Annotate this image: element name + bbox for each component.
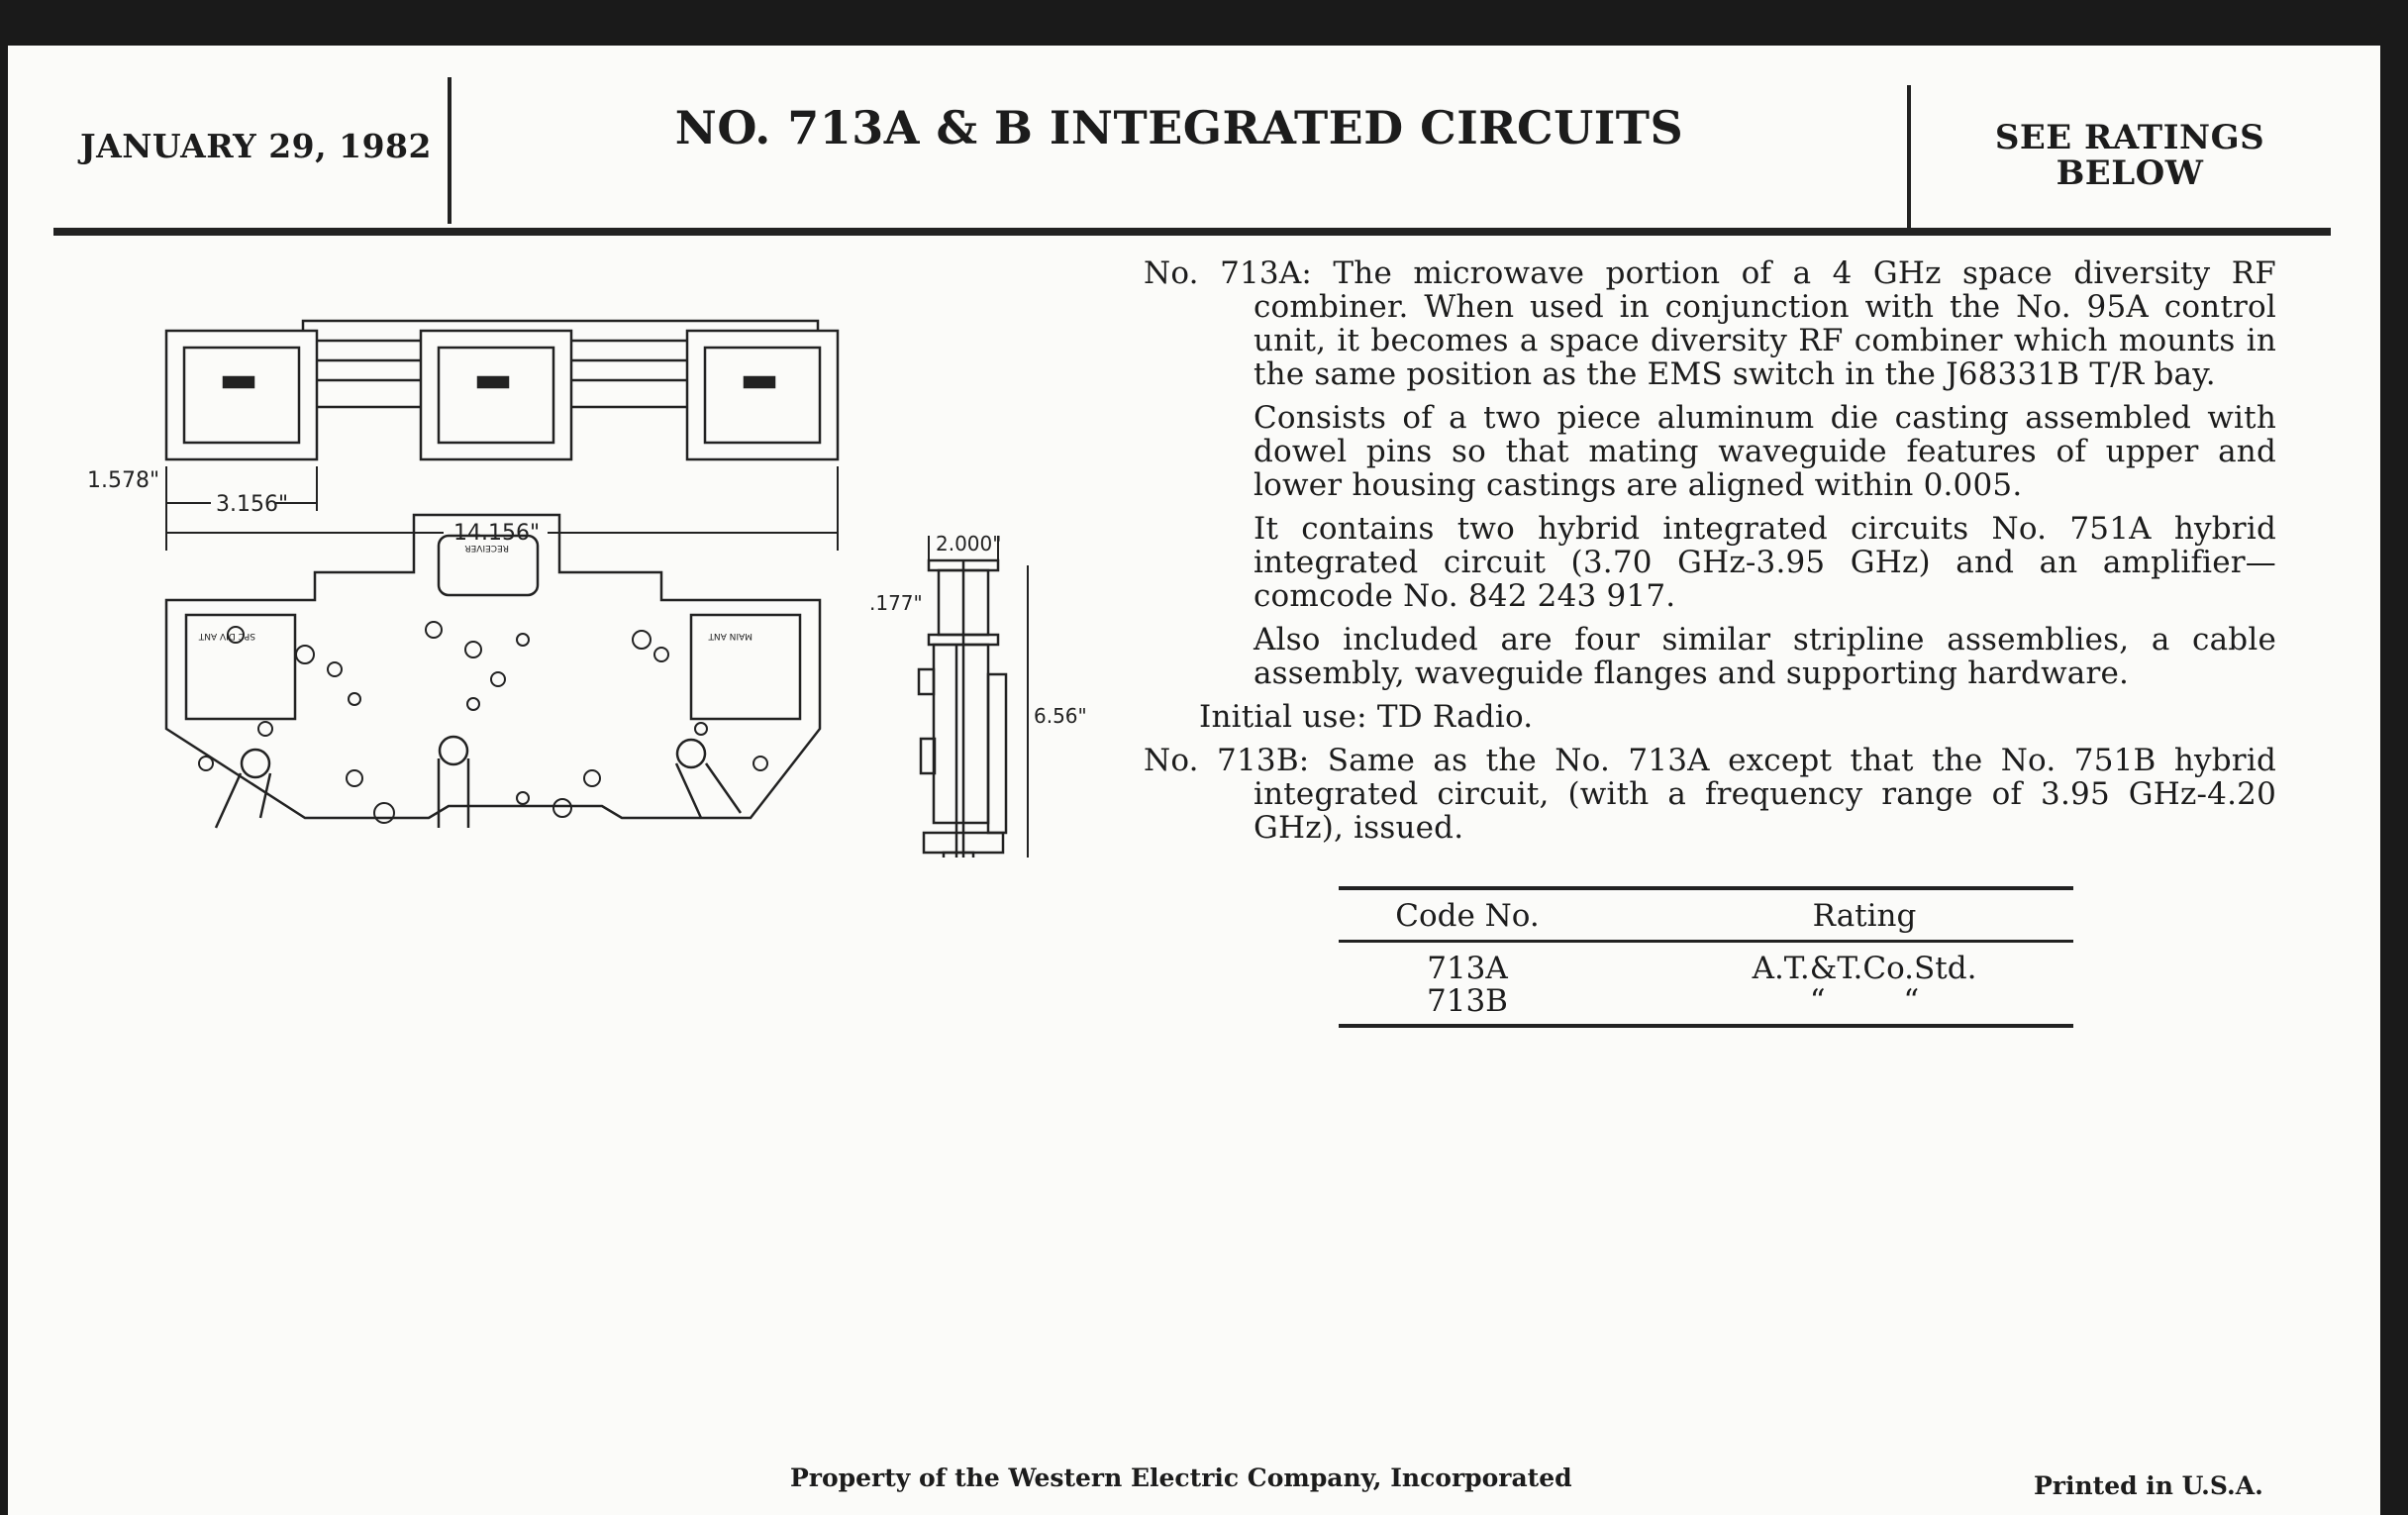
receiver-label: RECEIVER [464,543,509,553]
table-bottom-rule [1339,1024,2073,1028]
header-code-no: Code No. [1395,898,1540,934]
ratings-note-line2: BELOW [2056,153,2204,193]
side-view [917,558,1008,858]
description-713b: No. 713B: Same as the No. 713A except th… [1144,743,2276,846]
code-cell: 713A [1427,951,1508,986]
dim-width-label: 2.000" [936,532,1001,556]
table-row: 713A A.T.&T.Co.Std. [1339,953,2073,985]
printed-in-notice: Printed in U.S.A. [2034,1471,2263,1500]
technical-drawing: 1.578" 3.156" 14.156" 2.000" .177" 6.56"… [87,319,1087,858]
dim-flange-label: .177" [869,591,923,615]
description-text: No. 713A: The microwave portion of a 4 G… [1144,256,2276,855]
initial-use: Initial use: TD Radio. [1199,699,1534,735]
description-713a: No. 713A: The microwave portion of a 4 G… [1144,255,2276,392]
dim-height-label: 6.56" [1034,704,1087,728]
top-view [164,319,840,461]
description-included: Also included are four similar stripline… [1254,622,2276,691]
header-divider-right [1907,85,1911,228]
description-contents: It contains two hybrid integrated circui… [1254,511,2276,614]
data-sheet-page: JANUARY 29, 1982 NO. 713A & B INTEGRATED… [8,46,2380,1515]
page-title: NO. 713A & B INTEGRATED CIRCUITS [674,101,1684,154]
header-divider-left [448,77,452,224]
ratings-note-line1: SEE RATINGS [1994,118,2265,157]
header-rating: Rating [1812,898,1917,934]
dim-length-label: 14.156" [453,521,540,546]
table-row: 713B “ “ [1339,985,2073,1018]
rating-cell: “ “ [1809,983,1920,1019]
rating-cell: A.T.&T.Co.Std. [1752,951,1977,986]
header-rule [53,228,2331,236]
description-construction: Consists of a two piece aluminum die cas… [1254,400,2276,503]
dimension-lines [165,466,1029,858]
ratings-note: SEE RATINGS BELOW [1909,120,2351,191]
code-cell: 713B [1427,983,1508,1019]
property-notice: Property of the Western Electric Company… [790,1464,1572,1492]
ratings-table: Code No. Rating 713A A.T.&T.Co.Std. 713B… [1339,886,2073,1028]
front-view-holes [198,621,768,824]
table-header-row: Code No. Rating [1339,890,2073,940]
table-top-rule [1339,886,2073,890]
spc-div-ant-label: SPC DIV ANT [198,631,255,641]
main-ant-label: MAIN ANT [708,631,752,641]
dim-pitch-label: 3.156" [216,492,288,517]
front-view [164,513,822,829]
issue-date: JANUARY 29, 1982 [80,127,432,165]
dim-offset-label: 1.578" [87,468,159,493]
table-header-rule [1339,940,2073,943]
